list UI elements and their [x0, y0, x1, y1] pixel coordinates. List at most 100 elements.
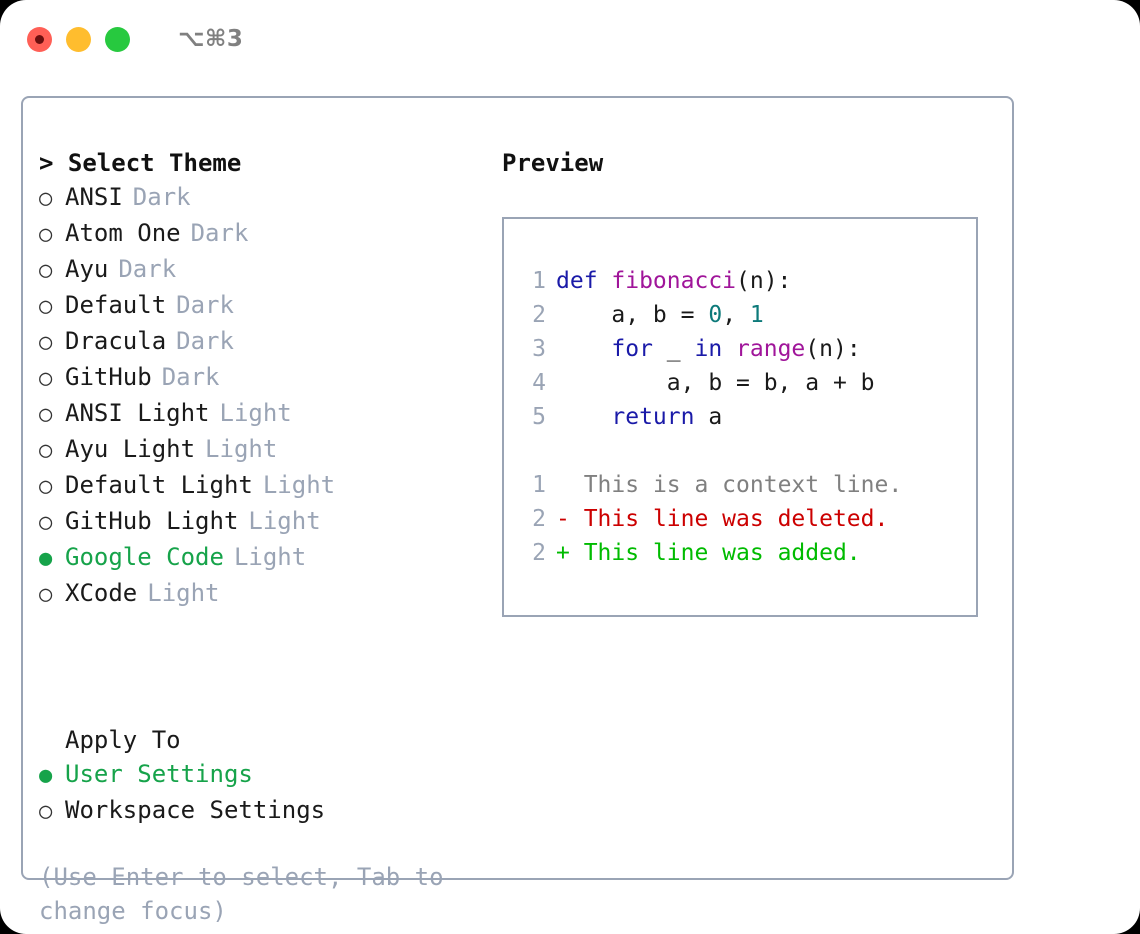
- code-spacer: [518, 434, 976, 468]
- theme-option-tag: Light: [262, 471, 336, 499]
- code-line: 3 for _ in range(n):: [518, 332, 976, 366]
- diff-marker: -: [556, 506, 570, 532]
- code-token-pl: a, b =: [556, 302, 709, 328]
- diff-text: This line was deleted.: [569, 506, 889, 532]
- apply-to-option-label: User Settings: [65, 760, 253, 788]
- theme-option-ansi-light[interactable]: ○ ANSI Light Light: [39, 396, 469, 432]
- code-line: 5 return a: [518, 400, 976, 434]
- radio-unselected-icon: ○: [39, 402, 53, 427]
- code-token-pl: a, b = b, a + b: [556, 370, 875, 396]
- diff-line-added: 2 + This line was added.: [518, 536, 976, 570]
- theme-option-tag: Dark: [176, 327, 234, 355]
- code-line: 4 a, b = b, a + b: [518, 366, 976, 400]
- theme-option-tag: Light: [248, 507, 321, 535]
- theme-option-label: Ayu: [65, 255, 109, 283]
- apply-to-title: Apply To: [65, 726, 181, 754]
- code-token-fn: fibonacci: [611, 268, 737, 294]
- theme-option-label: ANSI Light: [65, 399, 210, 427]
- apply-to-option-workspace-settings[interactable]: ○Workspace Settings: [39, 793, 469, 829]
- theme-option-label: Default: [65, 291, 167, 319]
- title-bar: ⌥⌘3: [0, 0, 1140, 78]
- apply-to-option-user-settings[interactable]: ● User Settings: [39, 757, 469, 793]
- diff-text: This line was added.: [569, 540, 861, 566]
- theme-option-label: Ayu Light: [65, 435, 196, 463]
- theme-option-tag: Light: [233, 543, 307, 571]
- theme-option-label: GitHub Light: [65, 507, 239, 535]
- line-number: 3: [532, 336, 546, 362]
- line-number: 2: [532, 506, 546, 532]
- line-number: 1: [532, 472, 546, 498]
- theme-option-tag: Light: [147, 579, 220, 607]
- radio-unselected-icon: ○: [39, 294, 53, 319]
- theme-option-default-light[interactable]: ○ Default Light Light: [39, 468, 469, 504]
- theme-list-header: > Select Theme: [39, 149, 242, 177]
- radio-unselected-icon: ○: [39, 186, 53, 211]
- diff-marker: +: [556, 540, 570, 566]
- minimize-button[interactable]: [66, 26, 91, 52]
- theme-option-tag: Dark: [161, 363, 220, 391]
- theme-option-tag: Light: [219, 399, 292, 427]
- diff-line-deleted: 2- This line was deleted.: [518, 502, 976, 536]
- radio-selected-icon: ●: [39, 763, 53, 788]
- code-token-pl: [556, 336, 611, 362]
- code-token-num: 1: [749, 302, 764, 328]
- code-token-kw: def: [556, 268, 612, 294]
- theme-option-label: ANSI: [65, 183, 123, 211]
- theme-option-tag: Light: [205, 435, 278, 463]
- radio-unselected-icon: ○: [39, 366, 53, 391]
- apply-to-group: Apply To ● User Settings ○Workspace Settin…: [39, 723, 469, 829]
- radio-unselected-icon: ○: [39, 222, 53, 247]
- theme-option-tag: Dark: [176, 291, 234, 319]
- diff-line-context: 1 This is a context line.: [518, 468, 976, 502]
- diff-sample: 1 This is a context line.2- This line wa…: [518, 468, 976, 570]
- code-token-pl: _: [652, 336, 695, 362]
- close-button[interactable]: [27, 26, 52, 52]
- maximize-button[interactable]: [105, 26, 130, 52]
- radio-unselected-icon: ○: [39, 438, 53, 463]
- theme-option-github-light[interactable]: ○ GitHub Light Light: [39, 504, 469, 540]
- preview-header: Preview: [502, 149, 604, 177]
- theme-option-ayu-light[interactable]: ○ Ayu Light Light: [39, 432, 469, 468]
- radio-unselected-icon: ○: [39, 474, 53, 499]
- line-number: 2: [532, 540, 546, 566]
- line-number: 4: [532, 370, 546, 396]
- radio-unselected-icon: ○: [39, 510, 53, 535]
- theme-option-tag: Dark: [118, 255, 177, 283]
- traffic-light-group: [27, 26, 130, 52]
- theme-option-label: GitHub: [65, 363, 152, 391]
- radio-unselected-icon: ○: [39, 799, 53, 824]
- diff-marker: [556, 472, 570, 498]
- code-token-num: 0: [708, 302, 723, 328]
- code-token-pl: (n):: [736, 268, 792, 294]
- theme-option-label: Dracula: [65, 327, 167, 355]
- theme-option-label: Default Light: [65, 471, 253, 499]
- keyboard-shortcut-label: ⌥⌘3: [178, 26, 244, 52]
- diff-text: This is a context line.: [569, 472, 903, 498]
- code-token-kw: return: [611, 404, 695, 430]
- code-token-pl: [556, 404, 611, 430]
- radio-unselected-icon: ○: [39, 330, 53, 355]
- theme-option-dracula[interactable]: ○ Dracula Dark: [39, 324, 469, 360]
- code-token-pl: (n):: [805, 336, 861, 362]
- line-number: 5: [532, 404, 546, 430]
- theme-option-default[interactable]: ○ Default Dark: [39, 288, 469, 324]
- apply-to-options: ● User Settings ○Workspace Settings: [39, 757, 469, 829]
- theme-option-github[interactable]: ○ GitHub Dark: [39, 360, 469, 396]
- line-number: 2: [532, 302, 546, 328]
- theme-option-label: XCode: [65, 579, 138, 607]
- code-token-pl: ,: [722, 302, 750, 328]
- code-token-pl: a: [694, 404, 723, 430]
